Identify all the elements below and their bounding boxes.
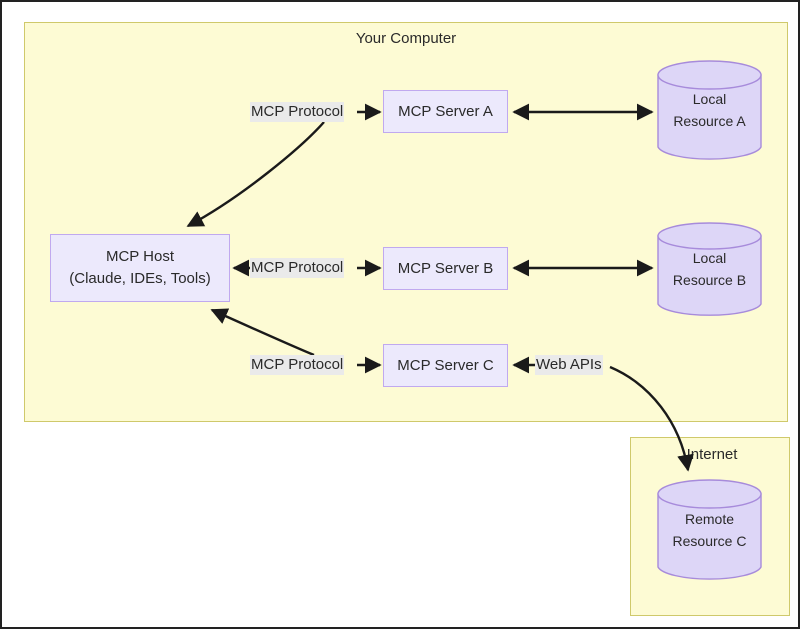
node-mcp-host[interactable]: MCP Host (Claude, IDEs, Tools): [50, 234, 230, 302]
edge-web-apis-to-remote-resource-c-curve: [609, 365, 694, 472]
edge-label-protocol-c: MCP Protocol: [250, 355, 345, 375]
node-mcp-server-c[interactable]: MCP Server C: [383, 344, 508, 387]
edge-label-web-apis: Web APIs: [535, 355, 603, 375]
node-mcp-server-c-label: MCP Server C: [397, 357, 494, 374]
group-internet-label: Internet: [686, 446, 738, 463]
node-mcp-server-a-label: MCP Server A: [398, 103, 493, 120]
node-mcp-server-a[interactable]: MCP Server A: [383, 90, 508, 133]
node-mcp-host-line1: MCP Host: [105, 248, 175, 266]
edge-label-protocol-a: MCP Protocol: [250, 102, 345, 122]
cylinder-shape-a: [657, 60, 762, 160]
node-mcp-host-line2: (Claude, IDEs, Tools): [69, 270, 211, 287]
node-mcp-server-b[interactable]: MCP Server B: [383, 247, 508, 290]
edge-server-c-to-host-curve: [210, 308, 315, 357]
edge-label-protocol-b: MCP Protocol: [250, 258, 345, 278]
cylinder-shape-b: [657, 222, 762, 316]
cylinder-shape-c: [657, 479, 762, 580]
node-mcp-server-b-label: MCP Server B: [397, 260, 494, 277]
group-your-computer-label: Your Computer: [355, 30, 457, 47]
edge-server-a-to-host-curve: [186, 121, 325, 228]
